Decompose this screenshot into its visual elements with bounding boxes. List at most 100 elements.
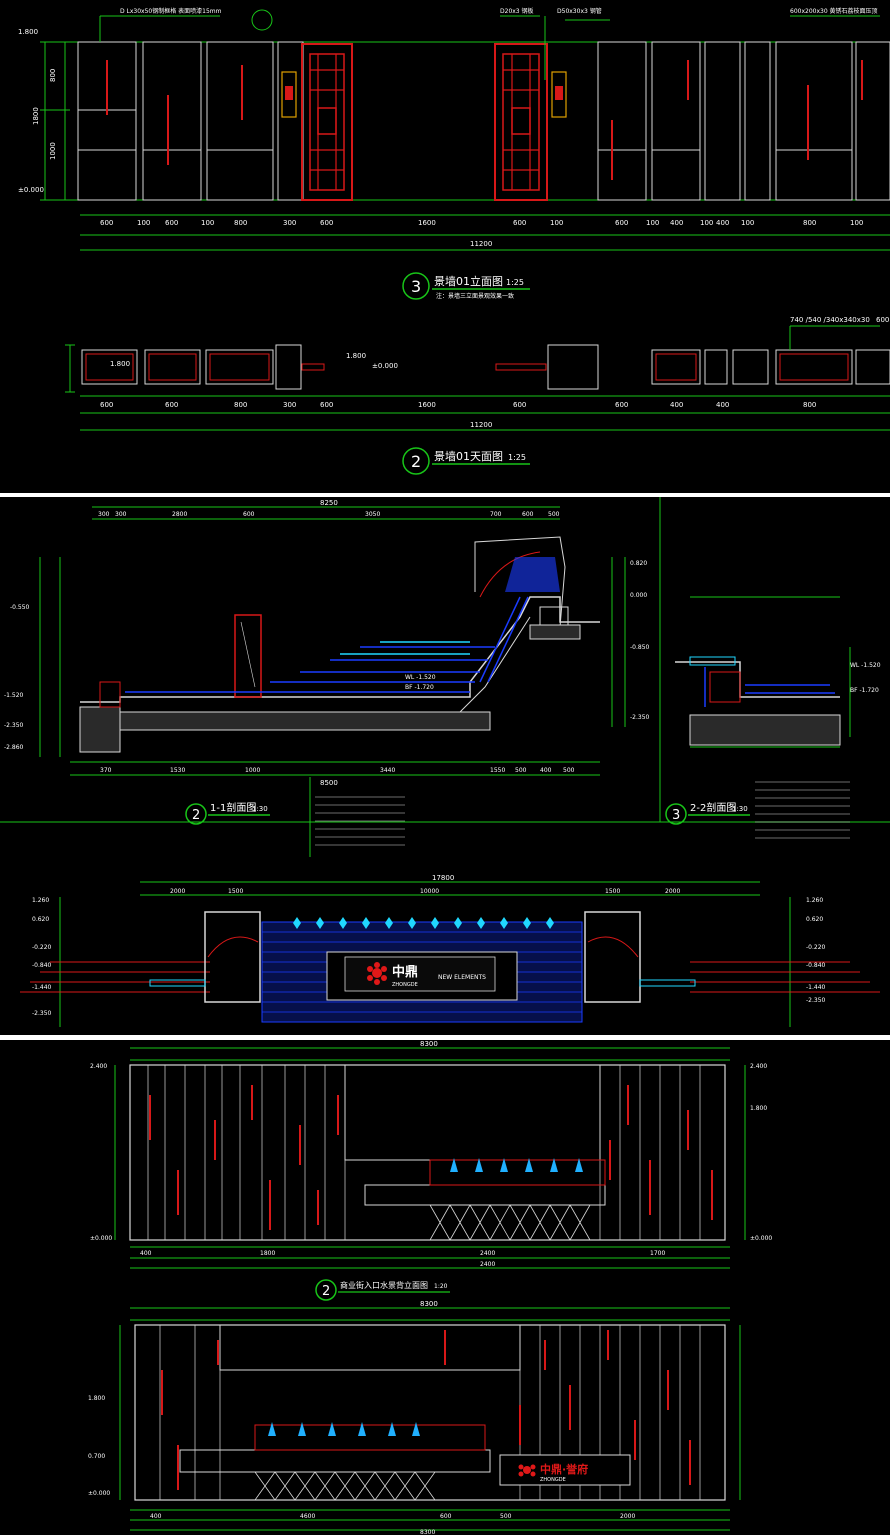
svg-text:600: 600 [165,219,178,227]
lower-total-top: 8300 [420,1300,438,1308]
svg-text:2800: 2800 [172,511,187,518]
svg-text:600: 600 [320,219,333,227]
elevation-scale: 1:25 [506,278,524,287]
svg-text:100: 100 [850,219,863,227]
svg-text:600: 600 [320,401,333,409]
svg-text:-0.220: -0.220 [32,944,52,951]
plan-total: 11200 [470,421,492,429]
svg-text:600: 600 [100,401,113,409]
plan-number: 2 [411,452,421,471]
elevation-note: 注：景墙三立面景观效果一致 [436,292,514,300]
svg-text:-2.350: -2.350 [806,997,826,1004]
svg-text:-1.440: -1.440 [806,984,826,991]
logo-flower-icon-lower [518,1464,536,1477]
front-dims: 2000 1500 10000 1500 2000 [170,888,680,895]
s1-dims-top: 300 300 2800 600 3050 700 600 500 [98,511,560,518]
front-total: 17800 [432,874,454,882]
svg-text:100: 100 [700,219,713,227]
svg-text:300: 300 [283,401,296,409]
s1-title: 1-1剖面图 [210,801,256,814]
svg-text:2000: 2000 [665,888,680,895]
logo-cn: 中鼎 [392,964,418,980]
svg-text:1700: 1700 [650,1250,665,1257]
front-levels-right: 1.260 0.620 -0.220 -0.840 -1.440 -2.350 [806,897,826,1004]
svg-text:2400: 2400 [480,1250,495,1257]
svg-text:0.700: 0.700 [88,1453,105,1460]
svg-text:-2.860: -2.860 [4,744,24,751]
svg-text:1600: 1600 [418,219,436,227]
vdim-1000: 1000 [49,142,57,160]
svg-text:-0.840: -0.840 [32,962,52,969]
svg-text:2000: 2000 [170,888,185,895]
s1-dims-bottom: 370 1530 1000 3440 1550 500 400 500 [100,767,575,774]
logo-en-right: NEW ELEMENTS [438,974,486,981]
upper-sub-total: 2400 [480,1261,495,1268]
svg-text:600: 600 [615,401,628,409]
sheet-elevation-plan: D Lx30x50钢制框格 表面喷漆15mm D20x3 钢板 D50x30x3… [0,0,890,493]
svg-text:-0.840: -0.840 [806,962,826,969]
rear-elevation-upper [129,1064,726,1241]
svg-text:400: 400 [540,767,552,774]
rear-elevation-lower: 中鼎·誉府 ZHONGDE [134,1324,726,1501]
dims-top-row: 600 100 600 100 800 300 600 1600 600 100… [100,219,863,227]
svg-text:0.620: 0.620 [32,916,49,923]
plant-icons-lower [268,1422,420,1436]
svg-text:600: 600 [513,219,526,227]
svg-text:3050: 3050 [365,511,380,518]
wl-label: WL -1.520 [405,674,436,681]
svg-text:1500: 1500 [605,888,620,895]
svg-text:2.400: 2.400 [750,1063,767,1070]
upper-levels: 2.400 2.400 1.800 ±0.000 ±0.000 [90,1063,772,1242]
lower-dims: 400 4600 600 500 2000 [150,1513,635,1520]
svg-text:100: 100 [201,219,214,227]
section-1-1 [79,536,600,753]
svg-text:100: 100 [550,219,563,227]
svg-text:±0.000: ±0.000 [88,1490,110,1497]
plan-title: 景墙01天面图 [434,449,503,463]
upper-dims: 400 1800 2400 1700 [140,1250,665,1257]
wall-panels [77,41,890,201]
svg-text:0.820: 0.820 [630,560,647,567]
svg-text:800: 800 [803,401,816,409]
s2-scale: 1:30 [732,805,748,813]
detail-bubble [251,9,273,31]
s2-title: 2-2剖面图 [690,801,736,814]
svg-text:2000: 2000 [620,1513,635,1520]
level-zero: ±0.000 [18,186,44,194]
svg-text:600: 600 [100,219,113,227]
svg-text:500: 500 [500,1513,512,1520]
svg-text:-0.850: -0.850 [630,644,650,651]
drawing-sheet-1: D Lx30x50钢制框格 表面喷漆15mm D20x3 钢板 D50x30x3… [18,7,890,475]
logo-cn-lower: 中鼎·誉府 [540,1462,588,1476]
svg-text:300: 300 [115,511,127,518]
svg-text:400: 400 [716,401,729,409]
title-number: 3 [411,277,421,296]
section-2-2 [675,656,841,746]
svg-text:1.800: 1.800 [750,1105,767,1112]
svg-text:2.400: 2.400 [90,1063,107,1070]
plan-level-3: 1.800 [346,352,366,360]
svg-text:-1.440: -1.440 [32,984,52,991]
s1-total-top: 8250 [320,499,338,507]
note-cap-sizes: 740 /540 /340x340x30 [790,316,870,324]
bf-label: BF -1.720 [405,684,434,691]
note-steel-frame: D Lx30x50钢制框格 表面喷漆15mm [120,7,222,15]
svg-text:±0.000: ±0.000 [90,1235,112,1242]
level-1800: 1.800 [18,28,38,36]
s1-levels-right: 0.820 0.000 -0.850 -2.350 [630,560,650,721]
svg-text:500: 500 [515,767,527,774]
svg-text:400: 400 [670,401,683,409]
red-accent-bars [106,60,863,180]
svg-text:100: 100 [741,219,754,227]
svg-text:1500: 1500 [228,888,243,895]
elevation-title: 景墙01立面图 [434,274,503,288]
svg-text:300: 300 [98,511,110,518]
s2-num: 3 [672,808,680,823]
upper-total: 8300 [420,1040,438,1048]
svg-text:1800: 1800 [260,1250,275,1257]
front-elevation: 中鼎 ZHONGDE NEW ELEMENTS [20,911,880,1023]
logo-flower-icon [367,962,387,985]
svg-text:-2.350: -2.350 [32,1010,52,1017]
s1-scale: 1:30 [252,805,268,813]
svg-text:1.260: 1.260 [806,897,823,904]
